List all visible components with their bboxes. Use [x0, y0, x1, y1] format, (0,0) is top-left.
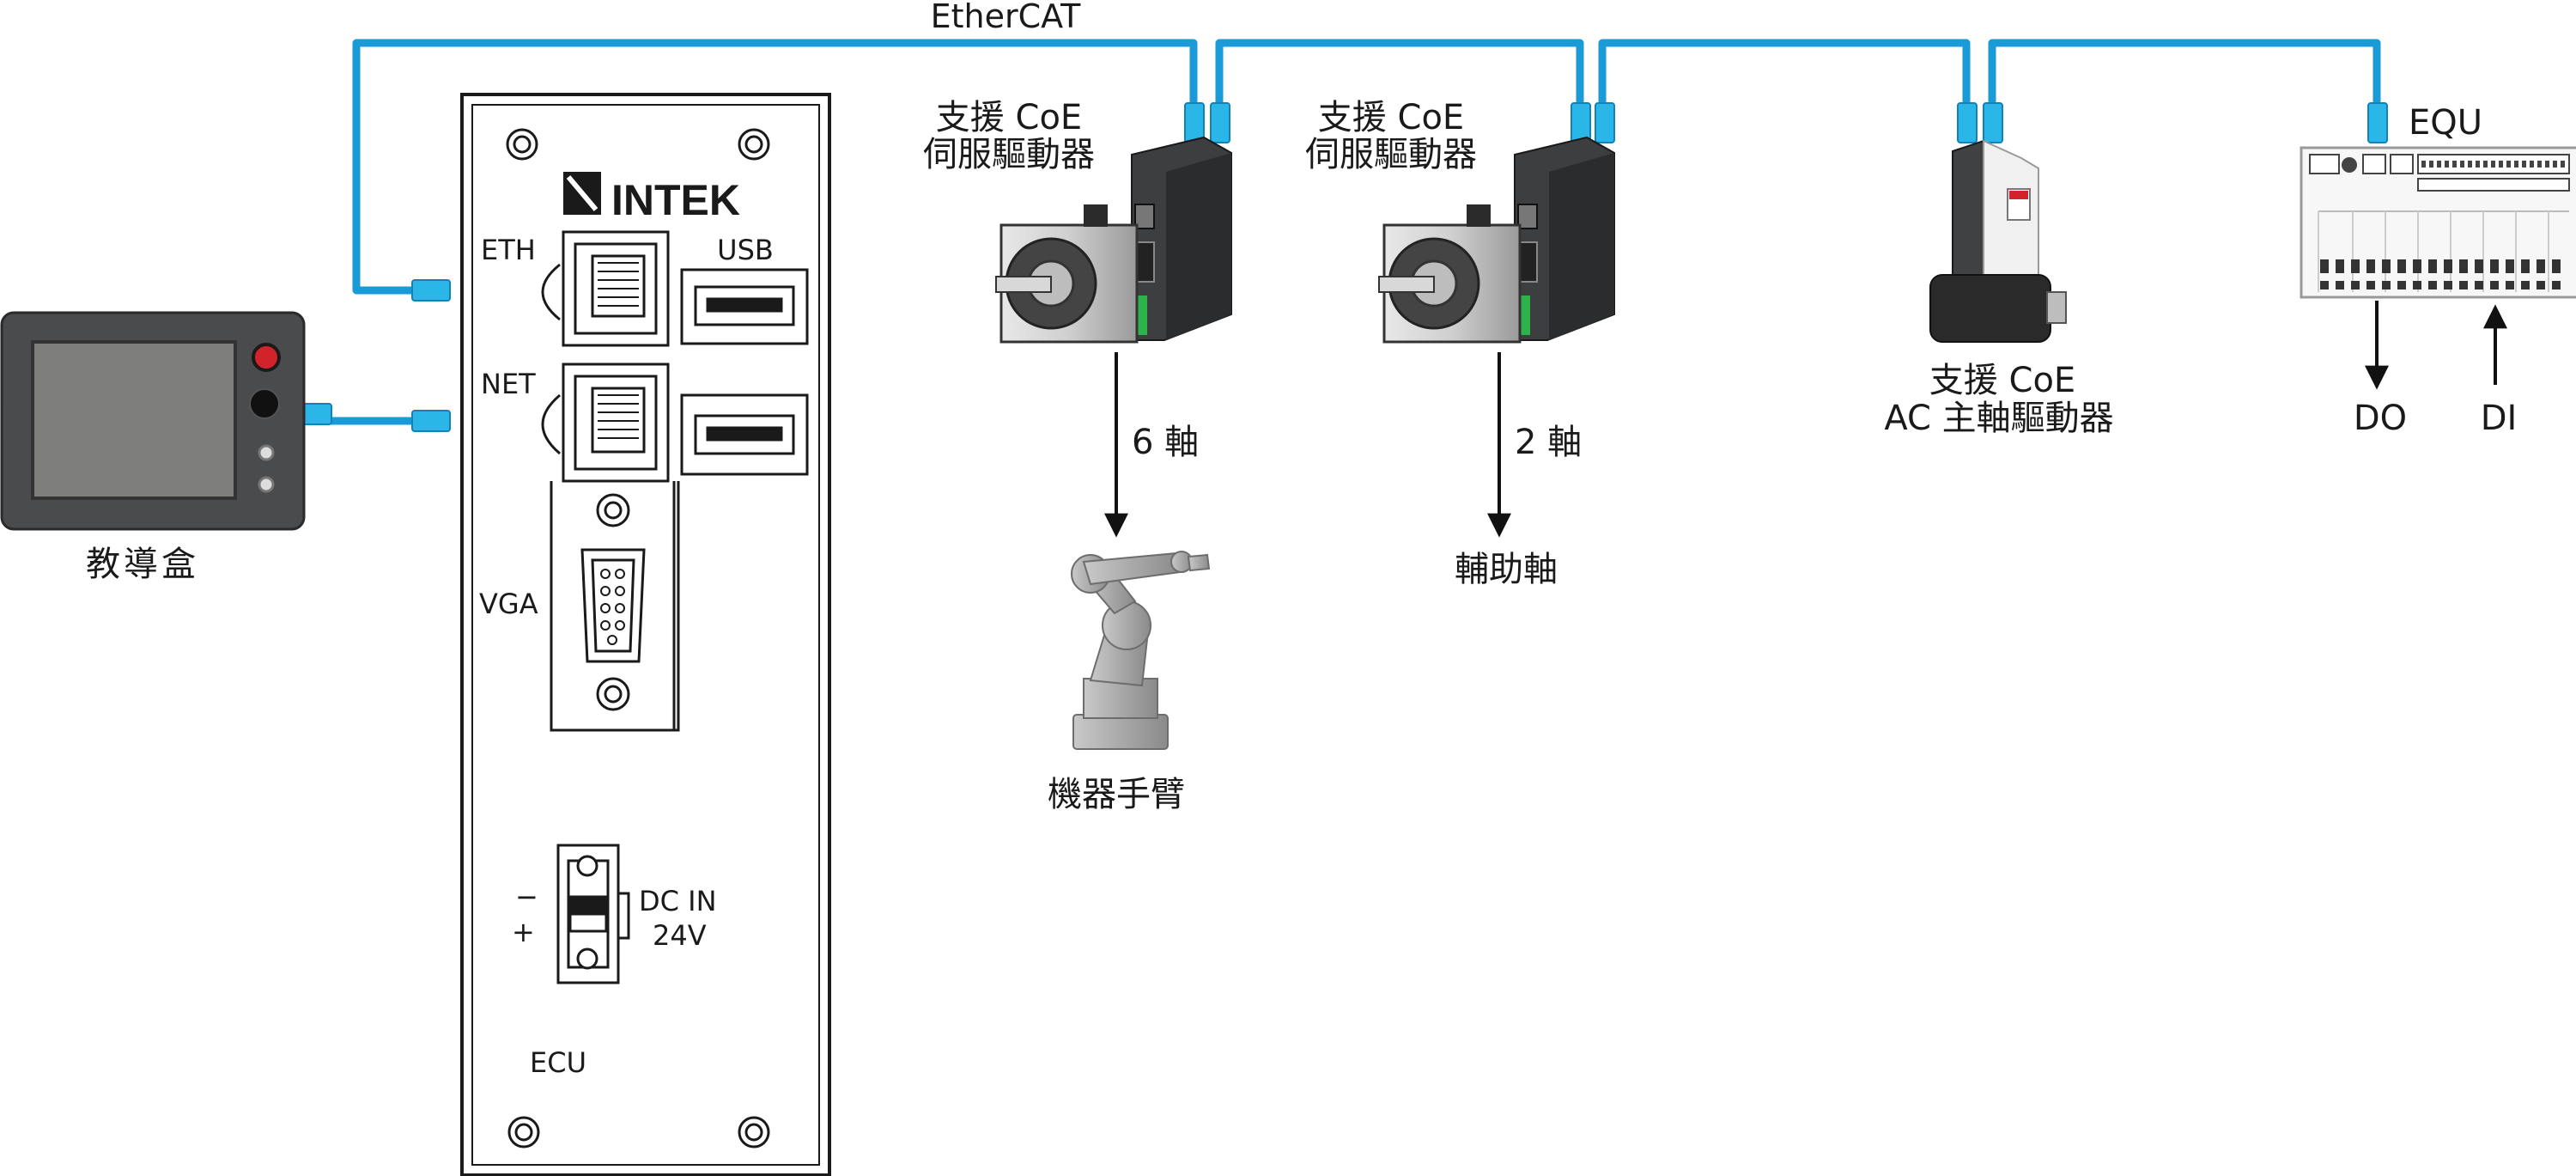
servo2-title-line1: 支援 CoE	[1318, 98, 1464, 137]
teach-pendant-label: 教導盒	[86, 545, 199, 584]
dc-minus-label: −	[515, 880, 538, 913]
spindle-drive-and-motor	[1929, 139, 2067, 343]
robot-arm-label: 機器手臂	[1048, 775, 1185, 814]
spindle-title-line2: AC 主軸驅動器	[1884, 399, 2113, 438]
plug-ecu-net	[411, 410, 451, 432]
brand-logo-text: INTEK	[611, 176, 740, 224]
di-label: DI	[2481, 399, 2518, 438]
indicator-led-1	[258, 444, 275, 461]
intek-logo-icon	[563, 172, 601, 215]
plug-ecu-eth	[411, 279, 451, 302]
plug-servo1-in	[1184, 102, 1205, 143]
plug-equ-in	[2367, 102, 2388, 143]
eth-port-label: ETH	[481, 234, 536, 266]
servo2-title-line2: 伺服驅動器	[1305, 135, 1477, 174]
black-knob	[249, 388, 280, 419]
servo1-axes-label: 6 軸	[1132, 423, 1199, 462]
usb-port-icon	[680, 268, 809, 476]
servo2-drive-and-motor	[1378, 136, 1615, 344]
usb-port-label: USB	[717, 234, 774, 266]
emergency-stop-button	[252, 343, 281, 372]
dc-plus-label: +	[512, 916, 535, 948]
servo2-axes-label: 2 軸	[1515, 423, 1582, 462]
auxiliary-axis-label: 輔助軸	[1455, 550, 1558, 589]
plug-servo2-in	[1571, 102, 1591, 143]
ecu-label: ECU	[530, 1046, 586, 1079]
cable-ecu-to-servo1	[352, 39, 1198, 295]
cable-servo1-to-servo2	[1215, 39, 1584, 112]
indicator-led-2	[258, 476, 275, 493]
dc-power-connector-icon	[556, 844, 630, 984]
ecu-controller: INTEK ETH NET USB	[460, 93, 831, 1176]
plug-spindle-out	[1983, 102, 2003, 143]
dc-voltage-label: 24V	[653, 919, 707, 952]
servo1-title-line2: 伺服驅動器	[923, 135, 1095, 174]
ethercat-label: EtherCAT	[931, 0, 1082, 35]
servo1-title-line1: 支援 CoE	[936, 98, 1082, 137]
cable-servo2-to-spindle	[1598, 39, 1971, 112]
plug-servo1-out	[1210, 102, 1230, 143]
vga-port-label: VGA	[479, 588, 538, 620]
dc-in-label: DC IN	[639, 885, 717, 917]
cable-spindle-to-equ	[1988, 39, 2381, 112]
plug-servo2-out	[1595, 102, 1615, 143]
mounting-screw-icon	[506, 128, 770, 1149]
robot-arm-icon	[1071, 551, 1211, 750]
pendant-screen	[31, 340, 237, 500]
vga-pins	[600, 569, 625, 645]
net-port-label: NET	[481, 368, 536, 400]
equ-label: EQU	[2409, 103, 2482, 143]
spindle-title-line1: 支援 CoE	[1929, 361, 2075, 400]
net-rj45-port-icon	[541, 363, 670, 483]
servo1-drive-and-motor	[995, 136, 1232, 344]
eth-rj45-port-icon	[541, 230, 670, 347]
teach-pendant	[0, 311, 306, 531]
equ-io-module	[2300, 146, 2576, 299]
do-label: DO	[2354, 399, 2407, 438]
plug-spindle-in	[1957, 102, 1978, 143]
